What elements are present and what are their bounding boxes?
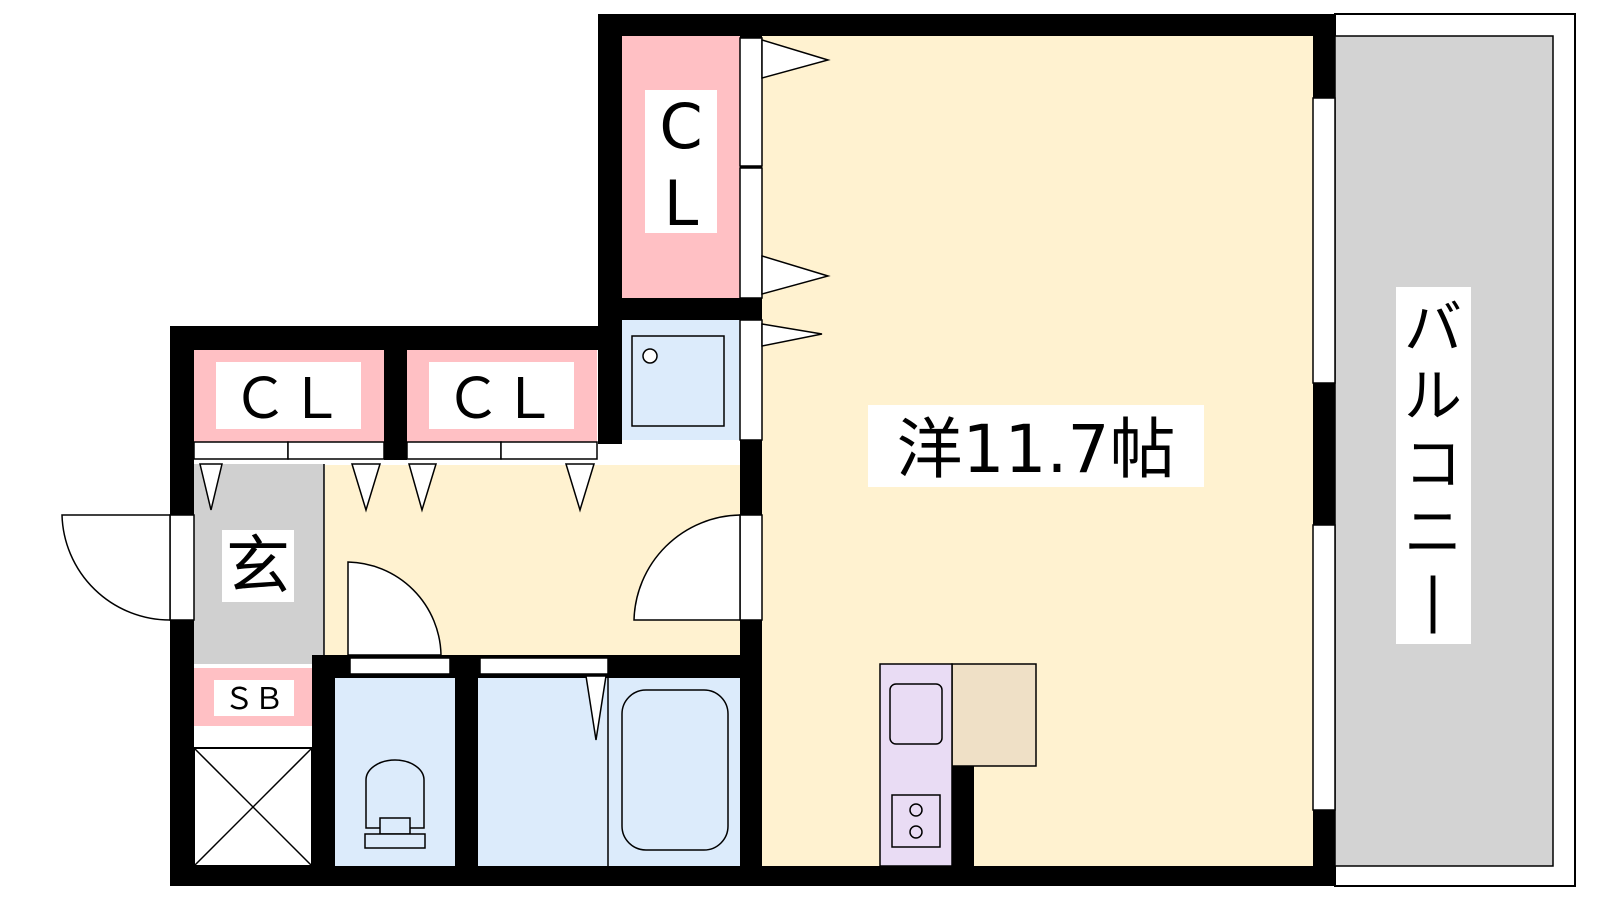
closet-left-label: ＣＬ <box>232 367 344 432</box>
toilet-fixture <box>364 759 426 849</box>
closet-door-tracks <box>193 441 598 460</box>
door-markers <box>199 38 831 741</box>
main-room-label-bg <box>868 405 1204 487</box>
closet-mid-label-bg <box>429 362 574 429</box>
storage-box <box>193 747 313 867</box>
kitchen-unit <box>879 663 1037 867</box>
balcony <box>1334 13 1576 887</box>
shoe-box-label-bg <box>214 680 294 716</box>
swing-doors <box>61 514 741 656</box>
closet-top-label-bg <box>645 90 717 233</box>
balcony-label: バルコニ| <box>1404 294 1462 634</box>
main-room-label: 洋11.7帖 <box>897 411 1176 488</box>
closet-mid-label: ＣＬ <box>445 367 557 432</box>
openings <box>169 37 1336 811</box>
bathtub <box>607 678 729 866</box>
closet-left-label-bg <box>216 362 361 429</box>
washer-pan <box>631 335 725 427</box>
entrance-label: 玄 <box>226 530 290 604</box>
shoe-box-label: ＳＢ <box>224 682 284 717</box>
entrance-label-bg <box>222 530 294 602</box>
